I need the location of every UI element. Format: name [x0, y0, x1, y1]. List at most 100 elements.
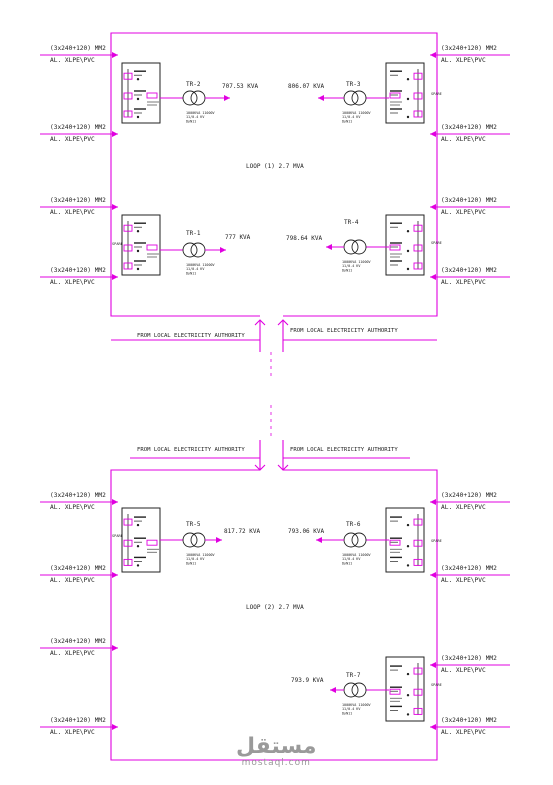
supply-label-l1-left: FROM LOCAL ELECTRICITY AUTHORITY: [137, 333, 245, 339]
transformer-caption-line: DyN11: [186, 561, 196, 565]
supply-label-l1-right: FROM LOCAL ELECTRICITY AUTHORITY: [290, 328, 398, 334]
rmu-enclosure: [121, 62, 161, 124]
feeder-left-arrow-4: [112, 499, 118, 505]
rmu-enclosure: [385, 656, 425, 722]
cable-spec-left-4: (3x240+120) MM2: [50, 492, 106, 499]
transformer-winding-primary: [182, 242, 198, 258]
tr7-id: TR-7: [346, 672, 361, 679]
cable-spec-right-7: (3x240+120) MM2: [441, 717, 497, 724]
rmu-switch-2: [413, 262, 423, 270]
transformer-caption-line: 11/0.4 KV: [342, 115, 360, 119]
rmu-switch-1: [413, 244, 423, 252]
transformer-winding-secondary: [351, 682, 367, 698]
tr4-id: TR-4: [344, 219, 359, 226]
cable-type-right-6: AL. XLPE\PVC: [441, 667, 486, 674]
cable-type-left-5: AL. XLPE\PVC: [50, 577, 95, 584]
cable-type-left-4: AL. XLPE\PVC: [50, 504, 95, 511]
transformer-caption-line: DyN11: [186, 119, 196, 123]
cable-type-left-6: AL. XLPE\PVC: [50, 650, 95, 657]
transformer-caption-line: DyN11: [342, 561, 352, 565]
rmu-enclosure: [385, 214, 425, 276]
rmu-switch-2: [123, 110, 133, 118]
rmu-switch-0: [123, 224, 133, 232]
cable-type-left-7: AL. XLPE\PVC: [50, 729, 95, 736]
rmu-contact-1: [406, 694, 410, 697]
transformer-winding-primary: [343, 532, 359, 548]
transformer-caption-line: DyN11: [186, 271, 196, 275]
cable-type-left-1: AL. XLPE\PVC: [50, 136, 95, 143]
tr2-load: 707.53 KVA: [222, 83, 259, 90]
rmu-contact-2: [406, 713, 410, 716]
cable-type-right-3: AL. XLPE\PVC: [441, 279, 486, 286]
transformer-caption-line: DyN11: [342, 711, 352, 715]
tr3-id: TR-3: [346, 81, 361, 88]
rmu-protection-relay: [389, 688, 401, 695]
transformer-winding-primary: [182, 532, 198, 548]
rmu-switch-1: [413, 688, 423, 696]
transformer-winding-secondary: [351, 90, 367, 106]
transformer-caption-line: 11/0.4 KV: [342, 557, 360, 561]
rmu-switch-2: [413, 110, 423, 118]
tr6-spare: SPARE: [431, 539, 442, 543]
transformer-caption-line: 1000KVA 11000V: [342, 260, 371, 264]
rmu-contact-0: [136, 230, 140, 233]
cable-type-right-1: AL. XLPE\PVC: [441, 136, 486, 143]
transformer-caption-line: 1000KVA 11000V: [186, 111, 215, 115]
transformer-winding-secondary: [190, 242, 206, 258]
tr5-load: 817.72 KVA: [224, 528, 261, 535]
supply-label-l2-right: FROM LOCAL ELECTRICITY AUTHORITY: [290, 447, 398, 453]
cable-spec-left-7: (3x240+120) MM2: [50, 717, 106, 724]
tr2-id: TR-2: [186, 81, 201, 88]
cable-type-right-5: AL. XLPE\PVC: [441, 577, 486, 584]
rmu-switch-2: [413, 558, 423, 566]
rmu-contact-1: [136, 249, 140, 253]
feeder-left-arrow-6: [112, 645, 118, 651]
rmu-contact-1: [406, 249, 410, 253]
transformer-caption-line: 1000KVA 11000V: [342, 703, 371, 707]
rmu-contact-2: [136, 564, 140, 567]
rmu-switch-2: [123, 262, 133, 270]
rmu-switch-1: [123, 539, 133, 547]
rmu-protection-relay: [146, 92, 158, 99]
transformer-winding-primary: [182, 90, 198, 106]
transformer-winding-secondary: [190, 90, 206, 106]
rmu-protection-relay: [389, 92, 401, 99]
cable-spec-left-0: (3x240+120) MM2: [50, 45, 106, 52]
feeder-left-arrow-3: [112, 274, 118, 280]
rmu-switch-2: [123, 558, 133, 566]
loop1-title: LOOP (1) 2.7 MVA: [246, 163, 304, 170]
feeder-left-arrow-1: [112, 131, 118, 137]
cable-spec-right-0: (3x240+120) MM2: [441, 45, 497, 52]
rmu-contact-1: [136, 545, 140, 548]
tr6-id: TR-6: [346, 521, 361, 528]
tr1-spare: SPARE: [112, 242, 123, 246]
watermark-arabic: مستقل: [236, 734, 317, 759]
cable-spec-right-4: (3x240+120) MM2: [441, 492, 497, 499]
tr4-spare: SPARE: [431, 241, 442, 245]
tr5-spare: SPARE: [112, 534, 123, 538]
feeder-left-arrow-5: [112, 572, 118, 578]
rmu-contact-2: [406, 115, 410, 119]
transformer-winding-primary: [343, 90, 359, 106]
tr3-spare: SPARE: [431, 92, 442, 96]
rmu-switch-0: [123, 72, 133, 80]
feeder-right-arrow-3: [430, 274, 436, 280]
rmu-contact-0: [406, 78, 410, 81]
rmu-contact-2: [136, 115, 140, 119]
feeder-right-arrow-2: [430, 204, 436, 210]
feeder-right-arrow-1: [430, 131, 436, 137]
transformer-winding-secondary: [190, 532, 206, 548]
transformer-caption-line: 11/0.4 KV: [186, 557, 204, 561]
rmu-switch-1: [413, 92, 423, 100]
transformer-caption-line: 11/0.4 KV: [186, 115, 204, 119]
tr7-load: 793.9 KVA: [291, 677, 324, 684]
loop2-frame: [110, 440, 438, 761]
cable-spec-left-6: (3x240+120) MM2: [50, 638, 106, 645]
rmu-protection-relay: [146, 244, 158, 251]
feeder-right-arrow-0: [430, 52, 436, 58]
cable-spec-right-3: (3x240+120) MM2: [441, 267, 497, 274]
